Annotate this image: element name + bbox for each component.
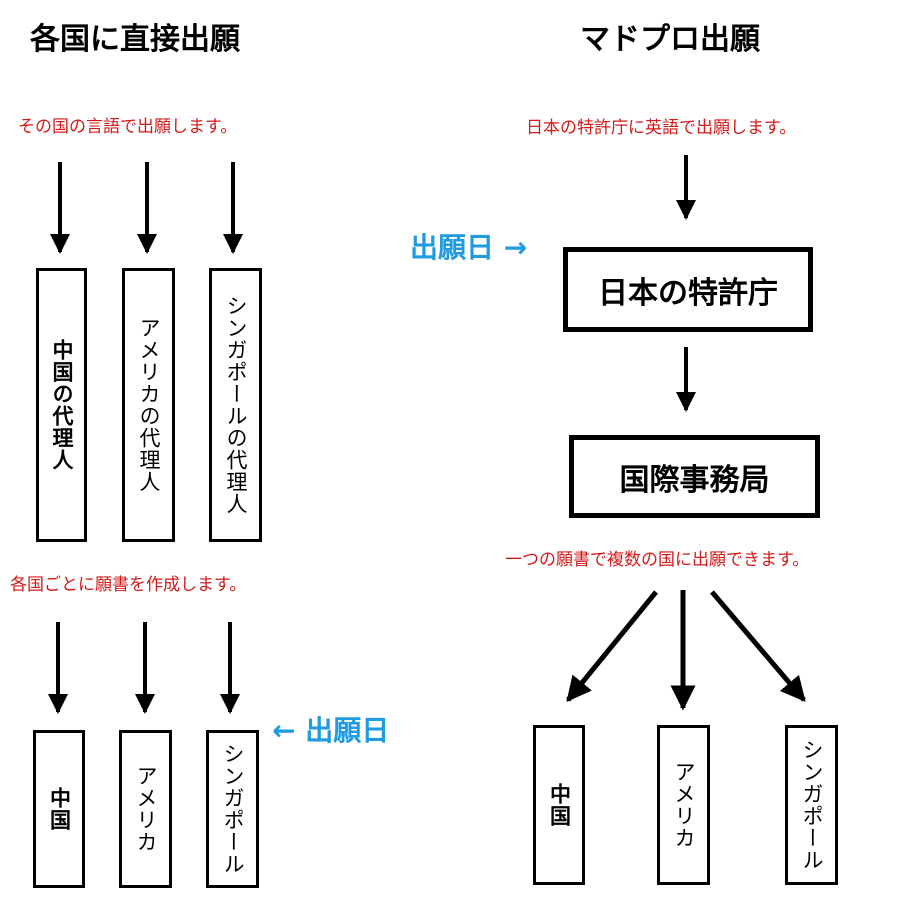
left-country-box-usa: アメリカ <box>119 730 172 888</box>
left-language-note: その国の言語で出願します。 <box>18 117 238 137</box>
agent-label-china: 中国の代理人 <box>50 339 74 471</box>
right-country-box-singapore: シンガポール <box>785 725 838 885</box>
left-applications-note: 各国ごとに願書を作成します。 <box>10 575 247 595</box>
right-filing-date-callout: 出願日 → <box>410 226 527 266</box>
right-title: マドプロ出願 <box>580 22 760 57</box>
arrow-bureau-to-singapore <box>710 590 806 702</box>
agent-box-singapore: シンガポールの代理人 <box>209 268 262 542</box>
right-country-label-china: 中国 <box>547 783 572 827</box>
right-language-note: 日本の特許庁に英語で出願します。 <box>526 118 797 138</box>
right-country-box-china: 中国 <box>533 725 585 885</box>
left-country-label-usa: アメリカ <box>134 765 158 853</box>
left-country-box-china: 中国 <box>33 730 85 888</box>
agent-label-usa: アメリカの代理人 <box>137 317 161 493</box>
left-filing-date-arrow: ← <box>272 714 296 747</box>
left-title: 各国に直接出願 <box>30 22 240 57</box>
agent-box-usa: アメリカの代理人 <box>122 268 175 542</box>
right-designation-note: 一つの願書で複数の国に出願できます。 <box>505 550 810 570</box>
right-country-label-usa: アメリカ <box>672 761 696 849</box>
japan-patent-office-box: 日本の特許庁 <box>563 247 813 332</box>
international-bureau-box: 国際事務局 <box>569 435 820 518</box>
right-country-label-singapore: シンガポール <box>800 739 824 871</box>
left-filing-date-callout: ← 出願日 <box>272 709 389 749</box>
japan-patent-office-label: 日本の特許庁 <box>598 275 778 311</box>
right-filing-date-label: 出願日 <box>410 231 495 264</box>
left-country-label-singapore: シンガポール <box>221 743 245 875</box>
right-filing-date-arrow: → <box>503 231 528 264</box>
left-country-box-singapore: シンガポール <box>206 730 259 888</box>
agent-box-china: 中国の代理人 <box>36 268 87 542</box>
arrow-bureau-to-china <box>566 590 658 702</box>
agent-label-singapore: シンガポールの代理人 <box>224 295 248 515</box>
left-country-label-china: 中国 <box>47 787 72 831</box>
left-filing-date-label: 出願日 <box>305 714 390 747</box>
right-country-box-usa: アメリカ <box>657 725 710 885</box>
international-bureau-label: 国際事務局 <box>619 462 770 498</box>
